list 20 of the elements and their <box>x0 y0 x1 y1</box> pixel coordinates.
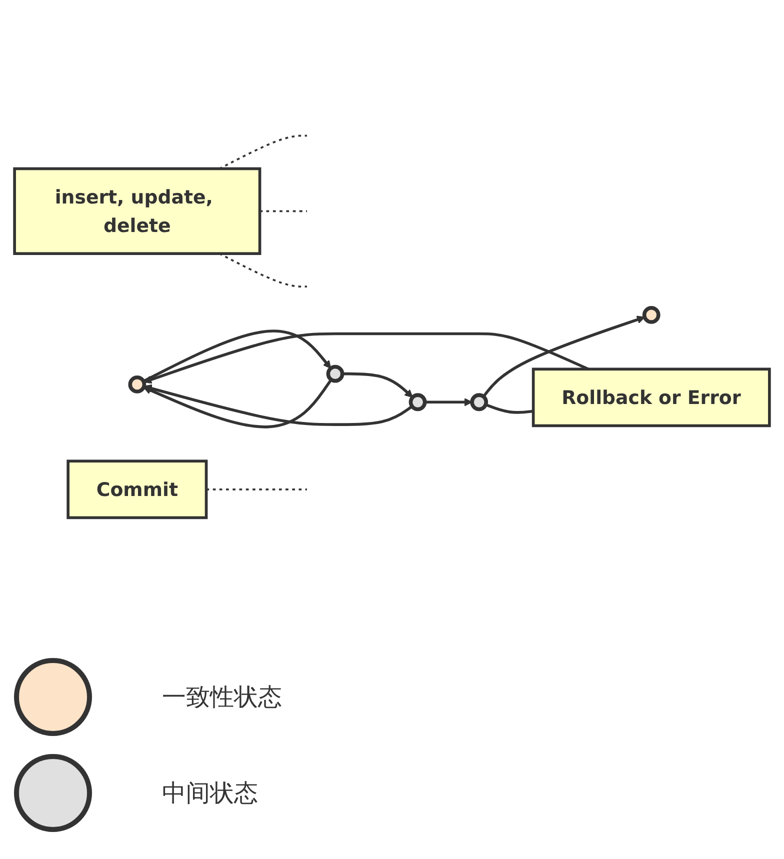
legend-label: 一致性状态 <box>162 682 282 713</box>
arrow <box>142 330 332 383</box>
node-box: Rollback or Error <box>532 368 771 428</box>
arrow <box>342 372 413 398</box>
node-circle <box>408 394 427 412</box>
connector <box>485 404 534 414</box>
arrow <box>482 316 646 398</box>
node-circle <box>326 365 344 384</box>
node-circle <box>128 376 146 394</box>
connector <box>260 210 307 212</box>
legend-label: 中间状态 <box>162 778 258 809</box>
node-box: Commit <box>66 460 208 520</box>
node-box: insert, update, delete <box>13 168 262 256</box>
node-circle <box>642 306 660 324</box>
connector <box>206 488 307 491</box>
connector <box>218 253 307 288</box>
connector <box>218 135 307 170</box>
arrow <box>143 379 332 429</box>
node-circle <box>470 394 488 412</box>
arrow <box>424 398 472 407</box>
